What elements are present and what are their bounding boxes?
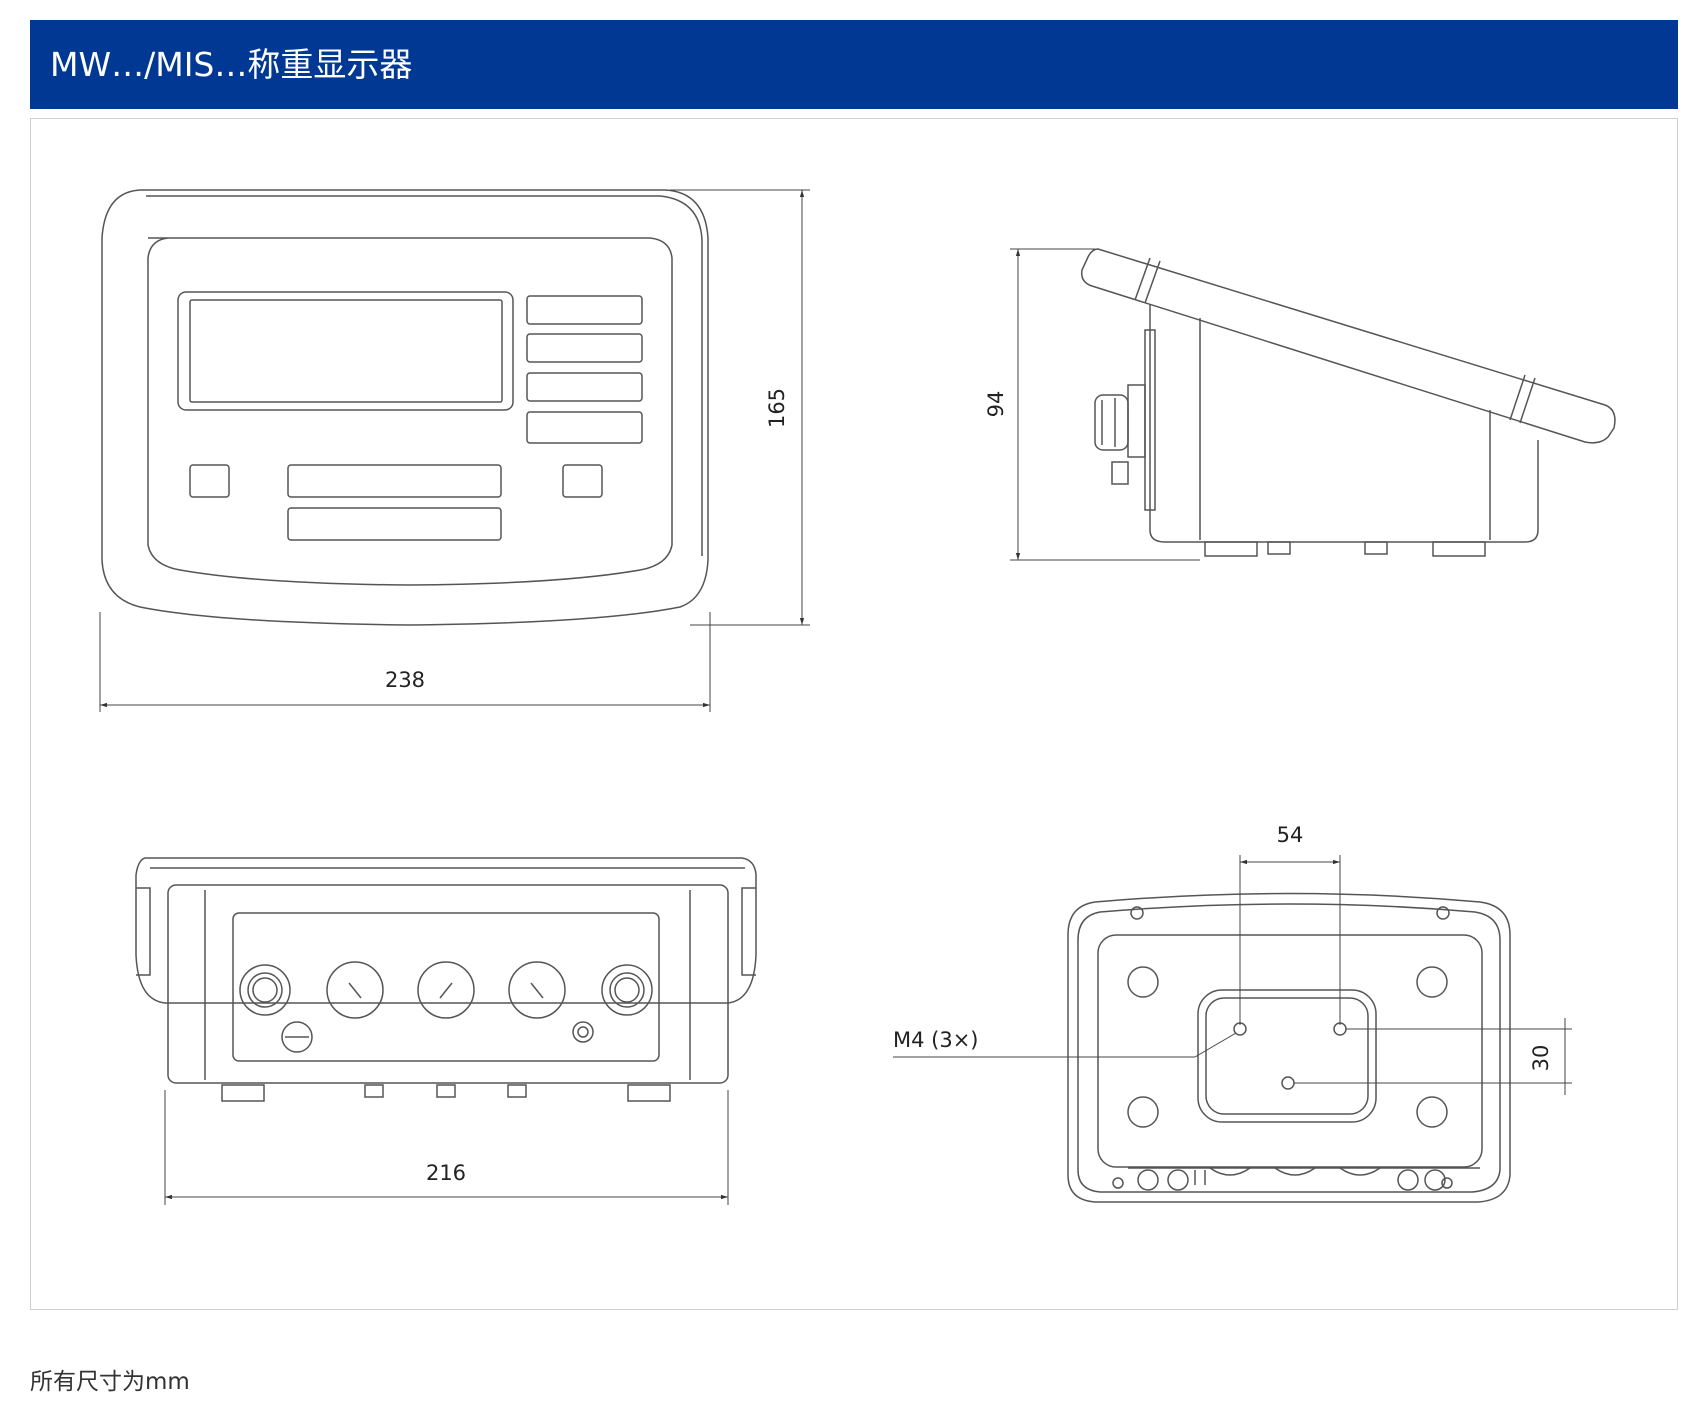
display-window	[177, 291, 514, 411]
key-center-top	[287, 464, 502, 498]
mounting-plate	[1197, 989, 1377, 1123]
ground-screw	[281, 1021, 313, 1053]
bottom-view	[135, 857, 757, 1102]
cable-gland-right	[601, 964, 653, 1016]
m4-thread-3	[1281, 1076, 1295, 1090]
side-view	[1080, 248, 1616, 557]
page-title: MW…/MIS…称重显示器	[50, 45, 413, 84]
dimension-width-238: 238	[385, 668, 425, 692]
dimension-spacing-54: 54	[1277, 823, 1304, 847]
rear-view	[1067, 892, 1511, 1203]
bottom-dimensions	[164, 1090, 729, 1205]
dimension-height-165: 165	[765, 388, 789, 428]
dimension-height-94: 94	[984, 391, 1008, 418]
rear-dimensions	[893, 855, 1572, 1095]
knockout-1	[326, 961, 384, 1019]
thread-callout-m4: M4 (3×)	[893, 1028, 979, 1052]
knockout-2	[417, 961, 475, 1019]
dimension-width-216: 216	[426, 1161, 466, 1185]
cable-gland-left	[239, 964, 291, 1016]
mounting-hole-1	[1127, 966, 1159, 998]
title-banner: MW…/MIS…称重显示器	[30, 20, 1678, 109]
key-right	[562, 464, 603, 498]
units-note: 所有尺寸为mm	[30, 1369, 190, 1395]
key-3	[526, 372, 643, 402]
key-center-bottom	[287, 507, 502, 541]
key-2	[526, 333, 643, 363]
cable-gland-side	[1094, 394, 1129, 451]
side-dimensions	[1010, 248, 1200, 561]
dimension-spacing-30: 30	[1529, 1045, 1553, 1072]
drawing-frame	[30, 118, 1678, 1310]
vent-screw	[572, 1021, 594, 1043]
front-dimensions	[99, 189, 810, 712]
key-left	[189, 464, 230, 498]
mounting-hole-2	[1416, 966, 1448, 998]
front-view	[101, 189, 709, 626]
mounting-hole-4	[1416, 1096, 1448, 1128]
key-4	[526, 411, 643, 444]
connector-plate	[232, 912, 660, 1062]
mounting-hole-3	[1127, 1096, 1159, 1128]
knockout-3	[508, 961, 566, 1019]
key-1	[526, 295, 643, 325]
